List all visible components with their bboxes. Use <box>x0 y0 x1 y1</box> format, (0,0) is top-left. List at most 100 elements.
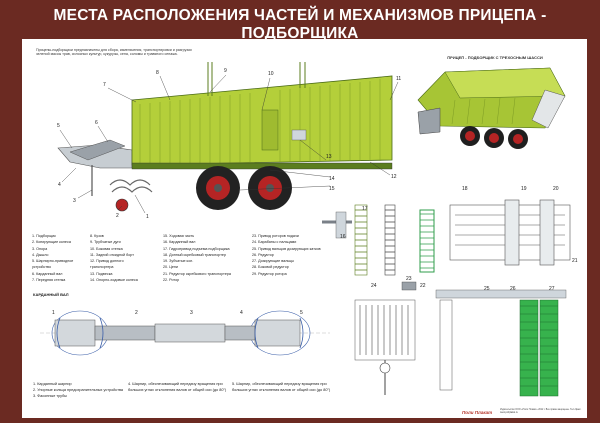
intro-text: Прицепы-подборщики предназначены для сбо… <box>36 48 192 57</box>
wheel-front <box>196 166 240 210</box>
callout-18: 18 <box>462 186 468 192</box>
gauge-wheel <box>115 198 129 212</box>
rear-door <box>531 89 566 129</box>
main-callout-numbers: 5 6 4 3 2 1 7 8 9 10 11 12 13 14 15 <box>57 68 401 220</box>
legend-item: 21. Редуктор скребкового транспортера <box>163 271 231 276</box>
legend-item: 6. Карданный вал <box>32 271 63 276</box>
legend-item: 24. Барабаны с пальцами <box>252 240 297 245</box>
legend-item: 5. Шарнир, обеспечивающий передачу враще… <box>232 382 327 386</box>
header: МЕСТА РАСПОЛОЖЕНИЯ ЧАСТЕЙ И МЕХАНИЗМОВ П… <box>0 0 600 42</box>
callout-2: 2 <box>116 213 119 219</box>
legend-item: транспортера <box>90 265 114 270</box>
callout-25: 25 <box>484 286 490 292</box>
cardan-callout-4: 4 <box>240 310 243 316</box>
mechanism-callout-numbers: 18 19 20 17 21 24 23 22 25 26 27 16 <box>340 186 578 292</box>
callout-20: 20 <box>553 186 559 192</box>
callout-19: 19 <box>521 186 527 192</box>
footer-note: Издательство ООО «Поли Плакат» 2012 г. В… <box>500 409 582 414</box>
rotor-green <box>419 209 435 273</box>
legend-item: 8. Кузов <box>90 234 104 238</box>
callout-1: 1 <box>146 214 149 220</box>
legend-column-4: 23. Привод роторов подачи 24. Барабаны с … <box>252 233 321 277</box>
body-slats <box>139 79 381 164</box>
legend-item: 9. Трубчатые дуги <box>90 240 121 245</box>
callout-26: 26 <box>510 286 516 292</box>
main-trailer-drawing: 5 6 4 3 2 1 7 8 9 10 11 12 13 14 15 <box>57 62 401 220</box>
legend-item: 13. Подвеска <box>90 271 113 276</box>
legend-item: 1. Карданный шарнир <box>33 382 72 386</box>
legend-item: 19. Зубчатые кол. <box>163 259 194 264</box>
legend-item: больших углах отклонения валов от общей … <box>232 388 331 392</box>
gearbox <box>401 281 417 291</box>
callout-13: 13 <box>326 154 332 160</box>
callout-11: 11 <box>396 76 401 82</box>
legend-item: 2. Упорные кольца предохранительных устр… <box>33 388 124 392</box>
callout-21: 21 <box>572 258 578 264</box>
legend-item: 16. Карданный вал <box>163 240 196 245</box>
callout-10: 10 <box>268 71 274 77</box>
callout-5: 5 <box>57 123 60 129</box>
cardan-callout-2: 2 <box>135 310 138 316</box>
legend-item: 10. Боковая стенка <box>90 246 123 251</box>
legend-item: 25. Привод вальцов дозирующих катков <box>252 246 321 251</box>
callout-9: 9 <box>224 68 227 74</box>
callout-16: 16 <box>340 234 346 240</box>
cardan-shaft-drawing: 1 2 3 4 5 <box>40 310 330 356</box>
dosing-roller-2 <box>539 299 559 397</box>
legend-item: 26. Редуктор <box>252 252 274 257</box>
callout-27: 27 <box>549 286 555 292</box>
legend-item: устройство <box>32 265 51 270</box>
mechanism-drawing: 18 19 20 17 21 24 23 22 25 26 27 16 <box>322 186 578 397</box>
callout-23: 23 <box>406 276 412 282</box>
photo-subtitle: ПРИЦЕП - ПОДБОРЩИК С ТРЕХОСНЫМ ШАССИ <box>447 55 543 60</box>
callout-7: 7 <box>103 82 106 88</box>
legend-item: 27. Дозирующие вальцы <box>252 259 295 264</box>
legend-item: 20. Цепи <box>163 265 178 270</box>
cardan-callout-3: 3 <box>190 310 193 316</box>
drum-stack-left <box>354 204 368 276</box>
legend-item: 3. Опора <box>32 246 48 251</box>
callout-12: 12 <box>391 174 397 180</box>
drawbar <box>69 139 126 161</box>
callout-15: 15 <box>329 186 335 192</box>
trailer-photo <box>417 67 566 149</box>
cardan-legend-2: 4. Шарнир, обеспечивающий передачу враще… <box>128 381 226 393</box>
legend-item: 1. Подборщик <box>32 234 56 238</box>
cardan-legend-1: 1. Карданный шарнир 2. Упорные кольца пре… <box>33 381 123 399</box>
legend-item: 22. Ротор <box>163 278 180 283</box>
legend-item: 18. Донный скребковый транспортер <box>163 252 227 257</box>
legend-item: 7. Передняя стенка <box>32 278 66 283</box>
legend-item: больших углах отклонения валов от общей … <box>128 388 227 392</box>
legend-item: 23. Привод роторов подачи <box>252 234 299 238</box>
side-ladder <box>261 109 279 151</box>
callout-3: 3 <box>73 198 76 204</box>
legend-item: 4. Дышло <box>32 252 49 257</box>
cardan-callout-5: 5 <box>300 310 303 316</box>
drive-housing <box>291 129 307 141</box>
pickup-tines <box>109 179 153 193</box>
legend-item: 11. Задний откидной борт <box>90 252 134 257</box>
legend-column-2: 8. Кузов 9. Трубчатые дуги 10. Боковая ст… <box>90 233 138 283</box>
callout-22: 22 <box>420 283 426 289</box>
legend-item: 2. Копирующие колеса <box>32 240 71 245</box>
callout-6: 6 <box>95 120 98 126</box>
cardan-section-label: КАРДАННЫЙ ВАЛ <box>33 292 69 297</box>
page-title: МЕСТА РАСПОЛОЖЕНИЯ ЧАСТЕЙ И МЕХАНИЗМОВ П… <box>53 7 547 42</box>
callout-14: 14 <box>329 176 335 182</box>
callout-lines <box>59 74 399 214</box>
callout-24: 24 <box>371 283 377 289</box>
floor-conveyor <box>449 199 571 266</box>
legend-item: 3. Фасонные трубы <box>33 394 68 398</box>
legend-item: 17. Гидропривод подъема подборщика <box>163 246 230 251</box>
legend-item: 29. Редуктор ротора <box>252 271 287 276</box>
drum-stack-middle <box>384 204 396 276</box>
dosing-roller-1 <box>519 299 539 397</box>
callout-17: 17 <box>362 206 368 212</box>
callout-4: 4 <box>58 182 61 188</box>
cardan-legend-3: 5. Шарнир, обеспечивающий передачу враще… <box>232 381 330 393</box>
tubular-hoops <box>207 62 306 96</box>
legend-column-1: 1. Подборщик 2. Копирующие колеса 3. Опор… <box>32 233 73 283</box>
wheel-rear <box>248 166 292 210</box>
